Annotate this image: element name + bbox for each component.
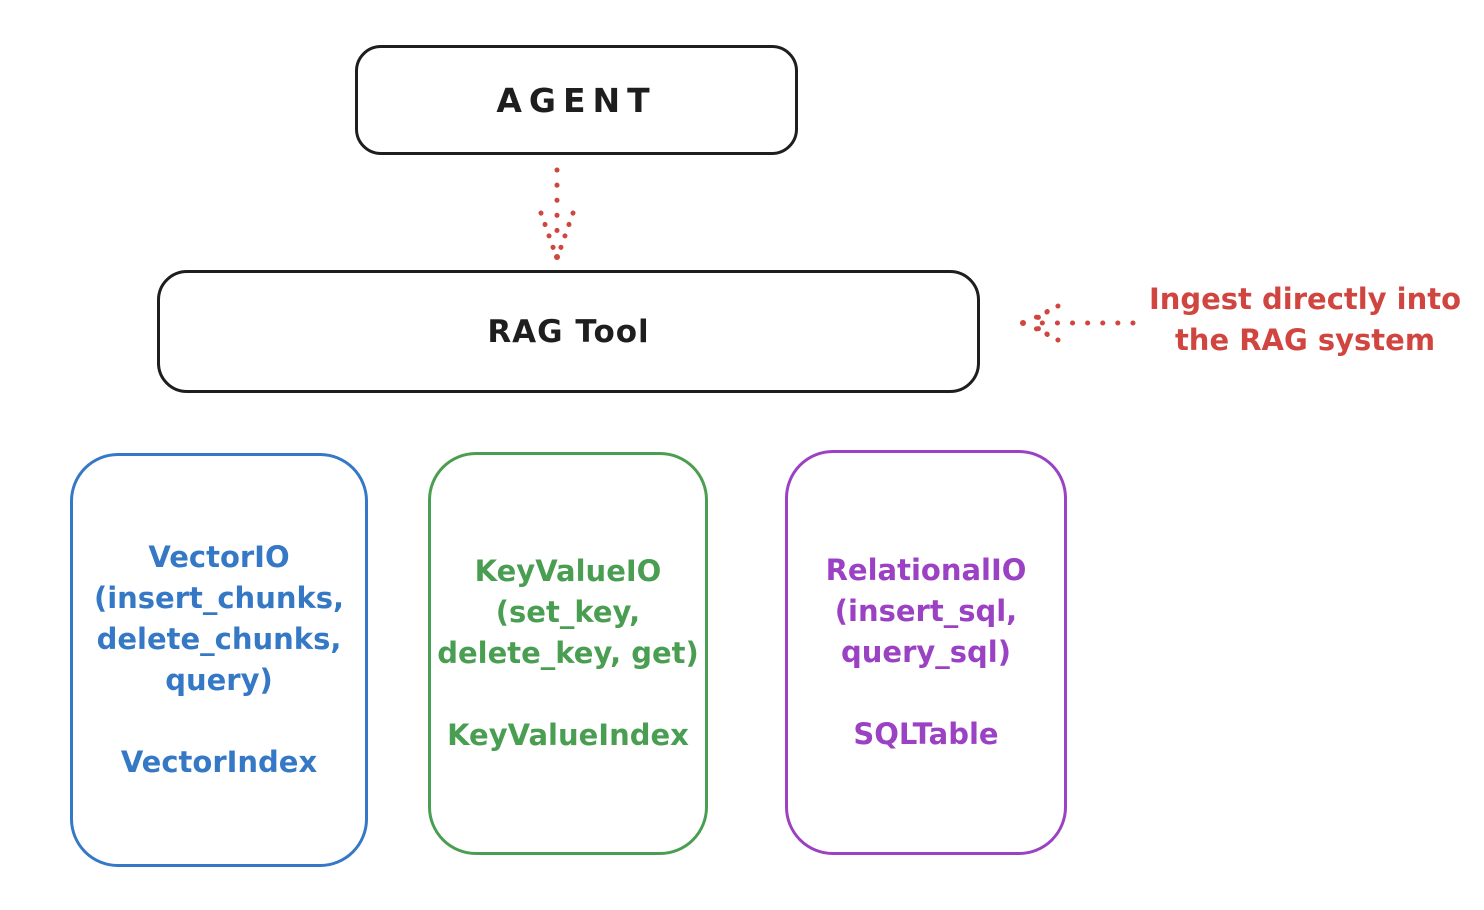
agent-node: AGENT [355, 45, 798, 155]
relational-io-line: (insert_sql, [834, 594, 1018, 628]
rag-tool-label: RAG Tool [487, 313, 650, 350]
vector-io-line: query) [165, 663, 273, 697]
vector-io-line: (insert_chunks, [93, 581, 345, 615]
vector-io-node: VectorIO (insert_chunks, delete_chunks, … [70, 453, 368, 867]
ingest-annotation: Ingest directly into the RAG system [1135, 279, 1475, 361]
agent-to-ragtool-arrow [538, 167, 576, 260]
relational-io-line: query_sql) [841, 635, 1011, 669]
key-value-io-line: (set_key, [495, 595, 641, 629]
ingest-annotation-line-1: Ingest directly into [1148, 282, 1462, 316]
vector-io-line: delete_chunks, [96, 622, 342, 656]
key-value-io-signature: KeyValueIO (set_key, delete_key, get) [437, 551, 699, 674]
key-value-index-label: KeyValueIndex [447, 718, 689, 752]
relational-io-signature: RelationalIO (insert_sql, query_sql) [826, 550, 1027, 673]
key-value-io-line: delete_key, get) [437, 636, 699, 670]
agent-label: AGENT [496, 80, 657, 120]
vector-index-label: VectorIndex [120, 745, 318, 779]
rag-tool-node: RAG Tool [157, 270, 980, 393]
relational-io-node: RelationalIO (insert_sql, query_sql) SQL… [785, 450, 1067, 855]
ingest-annotation-line-2: the RAG system [1174, 323, 1436, 357]
vector-io-line: VectorIO [148, 540, 290, 574]
sql-table-label: SQLTable [853, 717, 999, 751]
relational-io-line: RelationalIO [825, 553, 1027, 587]
key-value-io-line: KeyValueIO [474, 554, 662, 588]
annotation-to-ragtool-arrow [1020, 303, 1136, 343]
vector-io-signature: VectorIO (insert_chunks, delete_chunks, … [94, 537, 344, 701]
key-value-io-node: KeyValueIO (set_key, delete_key, get) Ke… [428, 452, 708, 855]
